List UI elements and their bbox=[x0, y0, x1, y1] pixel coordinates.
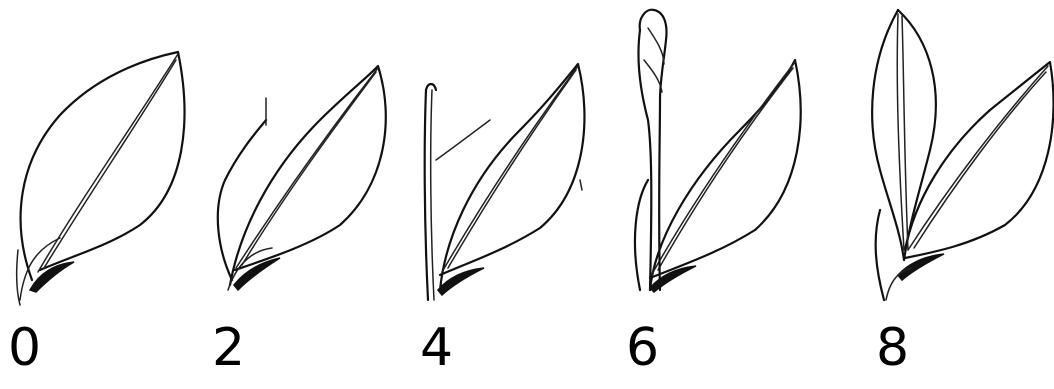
leaf-stage-2-drawing bbox=[218, 66, 386, 290]
stage-label-2: 2 bbox=[212, 318, 245, 378]
leaf-sheath bbox=[30, 262, 74, 292]
stage-label-6: 6 bbox=[626, 318, 659, 378]
leaf-stage-4-drawing bbox=[425, 64, 585, 300]
leaf-stage-8-drawing bbox=[872, 10, 1053, 300]
stage-label-8: 8 bbox=[876, 318, 909, 378]
leaf-stage-0-drawing bbox=[17, 52, 185, 305]
stage-label-0: 0 bbox=[8, 318, 41, 378]
leaf-stage-6-drawing bbox=[635, 10, 801, 292]
stage-label-4: 4 bbox=[420, 318, 453, 378]
